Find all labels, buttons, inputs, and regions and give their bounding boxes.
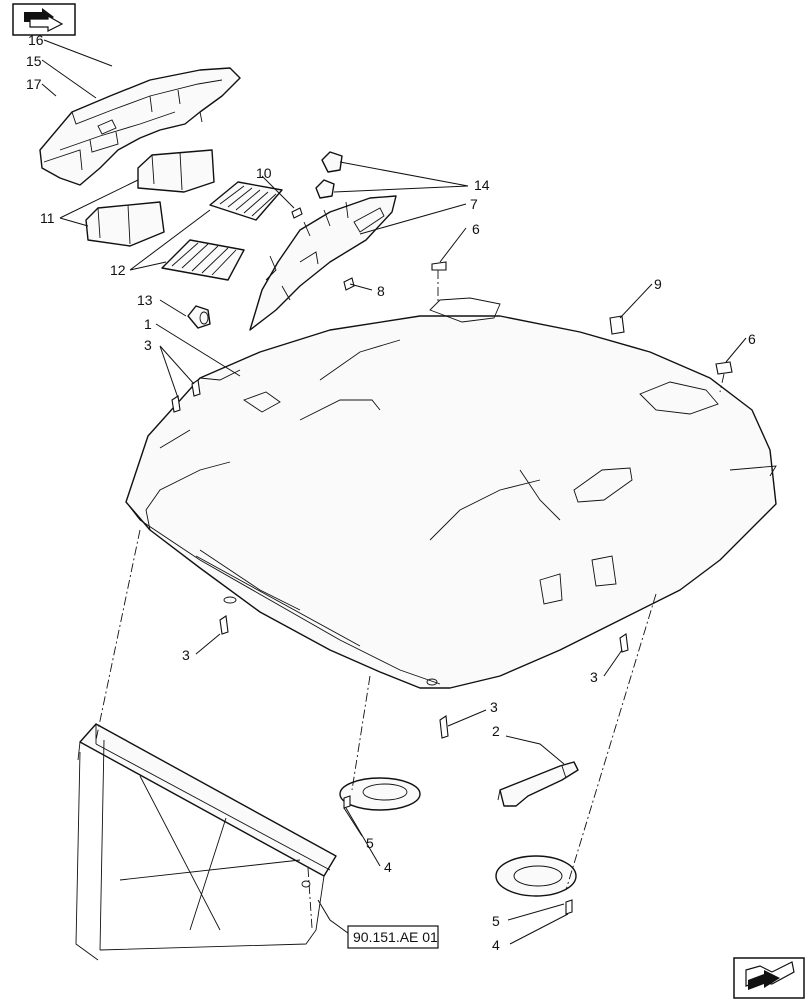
callout-4-left: 4 xyxy=(384,859,392,875)
headliner xyxy=(125,297,777,689)
callout-10: 10 xyxy=(256,165,272,181)
duct-piece-lower xyxy=(85,201,165,247)
callout-3-left: 3 xyxy=(144,337,152,353)
clip-lower xyxy=(315,179,335,199)
stud-9 xyxy=(609,315,625,335)
vent-grille-upper xyxy=(209,181,283,221)
callout-17: 17 xyxy=(26,76,42,92)
courtesy-light-13 xyxy=(187,305,211,329)
callout-labels: 16 15 17 11 12 10 14 7 6 8 13 1 3 9 6 3 … xyxy=(26,32,756,953)
duct-piece-upper xyxy=(137,149,215,193)
reference-box[interactable]: 90.151.AE 01 xyxy=(347,925,439,949)
callout-8: 8 xyxy=(377,283,385,299)
small-clip-10 xyxy=(291,207,303,219)
callout-3-right: 3 xyxy=(590,669,598,685)
grab-handle xyxy=(497,761,579,807)
callout-1: 1 xyxy=(144,316,152,332)
reference-label: 90.151.AE 01 xyxy=(353,929,438,945)
air-duct-assembly xyxy=(39,67,241,186)
callout-7: 7 xyxy=(470,196,478,212)
callout-15: 15 xyxy=(26,53,42,69)
leader-lines xyxy=(41,39,747,945)
vent-grille-lower xyxy=(161,239,245,281)
screw-4-left xyxy=(343,795,351,809)
back-arrow-book-icon[interactable] xyxy=(12,3,76,36)
callout-14: 14 xyxy=(474,177,490,193)
next-arrow-book-icon[interactable] xyxy=(733,957,805,999)
callout-6-right: 6 xyxy=(748,331,756,347)
alignment-line xyxy=(95,529,141,741)
sunshade-frame xyxy=(75,723,337,961)
callout-13: 13 xyxy=(137,292,153,308)
alignment-line xyxy=(719,373,725,393)
alignment-line xyxy=(351,675,371,791)
clip-upper xyxy=(321,151,343,173)
screw-3-lower xyxy=(439,715,449,739)
callout-4-right: 4 xyxy=(492,937,500,953)
clip-nut-6-upper xyxy=(431,261,447,271)
speaker-grille-right xyxy=(495,855,577,897)
callout-5-left: 5 xyxy=(366,835,374,851)
callout-12: 12 xyxy=(110,262,126,278)
callout-6-upper: 6 xyxy=(472,221,480,237)
screw-8 xyxy=(343,277,355,291)
clip-nut-6-right xyxy=(715,361,733,375)
screw-3-left-a xyxy=(171,395,181,413)
screw-3-right xyxy=(619,633,629,653)
screw-4-right xyxy=(565,899,573,915)
callout-5-right: 5 xyxy=(492,913,500,929)
callout-9: 9 xyxy=(654,276,662,292)
alignment-line xyxy=(307,867,313,929)
screw-3-front xyxy=(219,615,229,635)
callout-16: 16 xyxy=(28,32,44,48)
callout-11: 11 xyxy=(40,210,55,226)
callout-2: 2 xyxy=(492,723,500,739)
callout-3-front: 3 xyxy=(182,647,190,663)
overhead-console-panel xyxy=(249,195,397,331)
callout-3-lower: 3 xyxy=(490,699,498,715)
speaker-grille-left xyxy=(339,777,421,811)
alignment-line xyxy=(565,593,657,891)
